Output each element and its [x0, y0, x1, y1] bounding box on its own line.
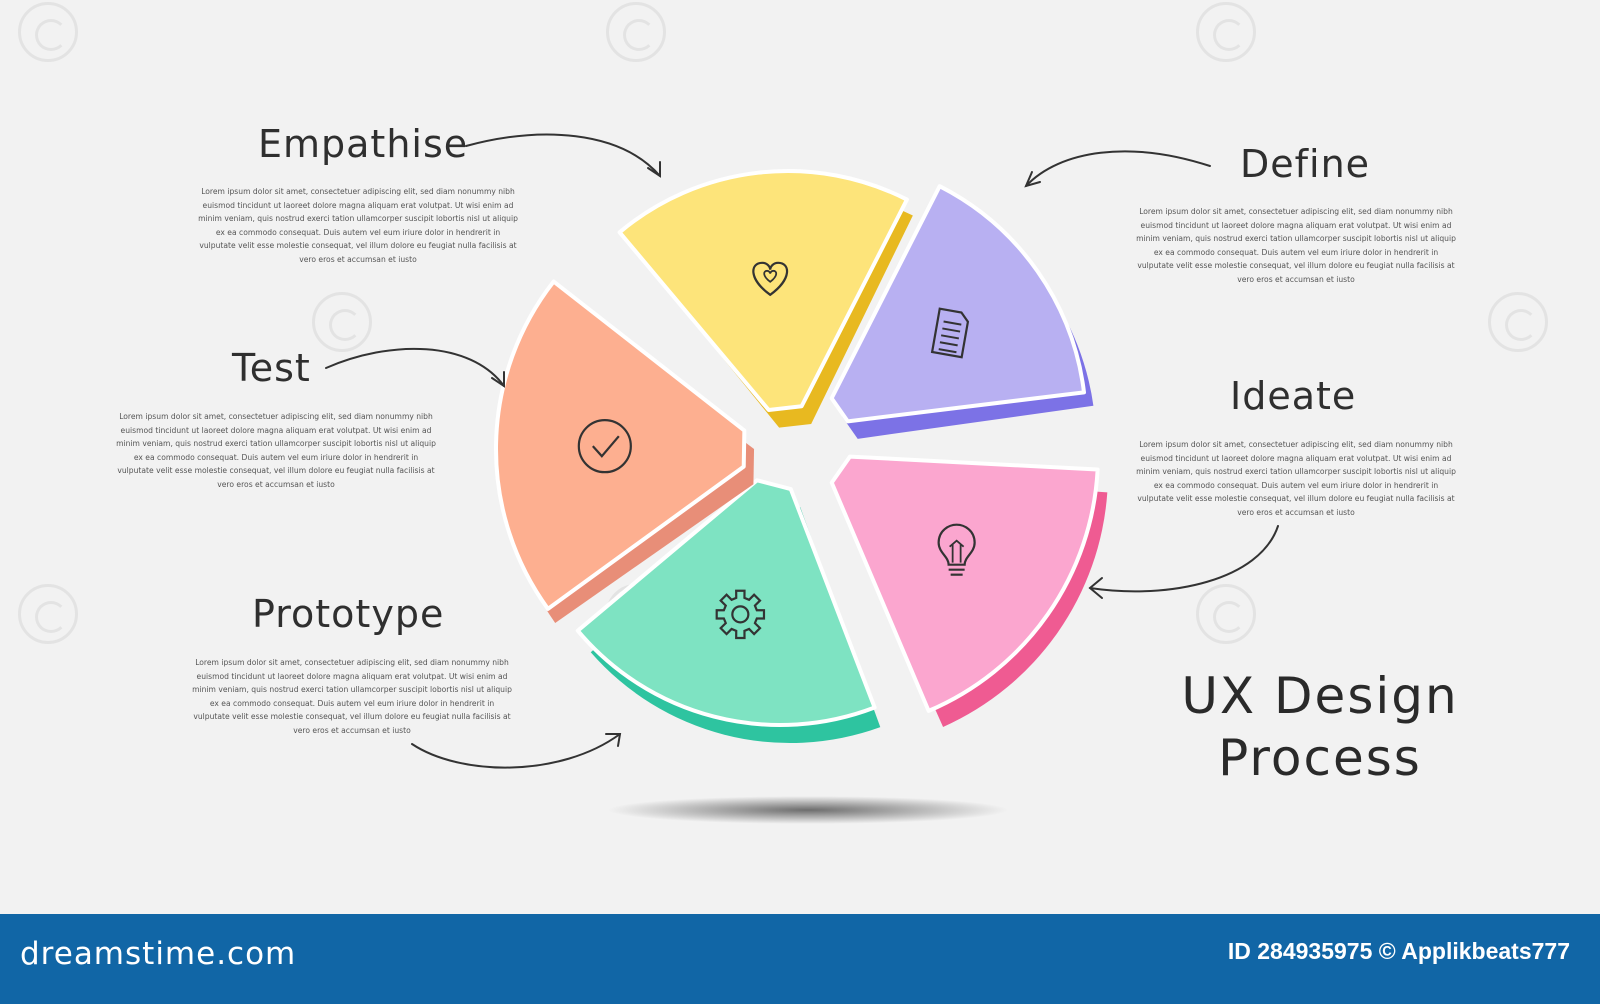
lightbulb-icon	[937, 523, 976, 576]
step-description: Lorem ipsum dolor sit amet, consectetuer…	[192, 658, 512, 735]
connector-arrow	[1025, 150, 1211, 187]
watermark-logo-icon	[1196, 2, 1256, 62]
step-description: Lorem ipsum dolor sit amet, consectetuer…	[1136, 207, 1456, 284]
wheel-segment-test	[494, 279, 755, 624]
step-description: Lorem ipsum dolor sit amet, consectetuer…	[198, 187, 518, 264]
wheel-segment-ideate	[829, 454, 1108, 727]
segment-face	[575, 478, 877, 727]
step-title: Ideate	[1230, 374, 1357, 418]
watermark-logo-icon	[1196, 584, 1256, 644]
footer-image-id: ID 284935975 © Applikbeats777	[1227, 938, 1570, 964]
arrowhead	[647, 161, 661, 178]
wheel-segment-empathise	[617, 169, 913, 428]
watermark-logo-icon	[18, 584, 78, 644]
step-description: Lorem ipsum dolor sit amet, consectetuer…	[116, 412, 436, 489]
watermark-logo-icon	[312, 292, 372, 352]
watermark-logo-icon	[1488, 292, 1548, 352]
ux-process-wheel	[325, 133, 1279, 824]
connector-arrows	[325, 133, 1279, 769]
diagram-title: UX Design Process	[1170, 665, 1470, 789]
segment-face	[829, 454, 1100, 713]
wheel-segments	[494, 169, 1108, 743]
document-icon	[930, 307, 970, 359]
connector-arrow	[1089, 525, 1279, 593]
segment-face	[494, 279, 747, 611]
segment-face	[829, 184, 1086, 424]
step-title: Empathise	[258, 122, 469, 166]
step-title: Define	[1240, 142, 1371, 186]
step-description: Lorem ipsum dolor sit amet, consectetuer…	[1136, 440, 1456, 517]
step-title: Prototype	[252, 592, 445, 636]
heart-icon	[752, 261, 789, 297]
footer-brand[interactable]: dreamstime.com	[20, 936, 297, 972]
wheel-floor-shadow	[608, 796, 1008, 824]
connector-arrow	[411, 733, 621, 769]
wheel-segment-prototype	[575, 478, 881, 743]
watermark-logo-icon	[18, 2, 78, 62]
watermark-logo-icon	[606, 2, 666, 62]
step-title: Test	[232, 346, 311, 390]
arrowhead	[1024, 171, 1041, 188]
check-circle-icon	[577, 419, 632, 474]
arrowhead	[491, 371, 505, 388]
wheel-segment-define	[829, 184, 1094, 439]
title-line-1: UX Design	[1181, 667, 1459, 725]
arrowhead	[605, 733, 622, 747]
arrowhead	[1088, 577, 1103, 599]
footer-bar: dreamstime.com ID 284935975 © Applikbeat…	[0, 914, 1600, 1004]
title-line-2: Process	[1218, 729, 1422, 787]
connector-arrow	[325, 347, 505, 387]
gear-icon	[715, 589, 766, 640]
connector-arrow	[465, 133, 661, 177]
